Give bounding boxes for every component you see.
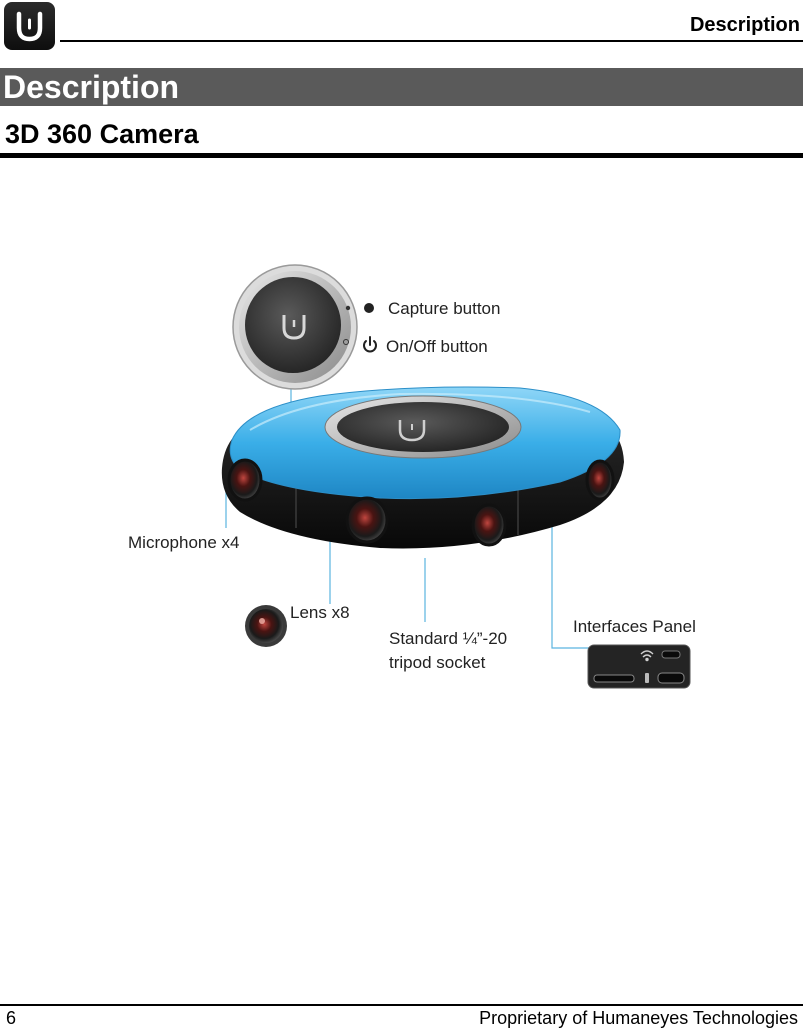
brand-logo <box>4 2 55 50</box>
page-number: 6 <box>6 1008 17 1028</box>
callout-line-interfaces <box>551 520 590 649</box>
lens-front <box>345 496 389 544</box>
power-icon <box>363 336 377 353</box>
footer-text: Proprietary of Humaneyes Technologies <box>479 1008 798 1028</box>
header-divider <box>60 40 803 42</box>
tripod-label-line2: tripod socket <box>389 653 486 672</box>
lens-right-front <box>471 503 507 547</box>
section-bar <box>0 68 803 106</box>
camera-lenses <box>227 458 615 547</box>
subsection-title: 3D 360 Camera <box>5 119 199 149</box>
callout-line-lens <box>329 535 363 604</box>
footer-divider <box>0 1004 803 1006</box>
subsection-divider <box>0 153 803 158</box>
section-title: Description <box>3 69 180 105</box>
logo-u-icon <box>16 11 43 42</box>
header-title: Description <box>689 14 800 36</box>
wifi-icon <box>640 650 654 662</box>
camera-body <box>221 386 624 549</box>
capture-button-label: Capture button <box>388 299 501 318</box>
lens-left <box>227 458 263 502</box>
interfaces-panel <box>587 644 691 689</box>
lens-label: Lens x8 <box>290 603 350 622</box>
microphone-label: Microphone x4 <box>128 533 240 552</box>
tripod-label-line1: Standard ¼”-20 <box>389 629 508 648</box>
interfaces-panel-label: Interfaces Panel <box>573 617 696 636</box>
lens-right <box>585 459 615 501</box>
lens-sample <box>245 605 287 647</box>
onoff-button-label: On/Off button <box>386 337 488 356</box>
capture-dot-icon <box>364 303 374 313</box>
button-closeup <box>232 264 358 390</box>
